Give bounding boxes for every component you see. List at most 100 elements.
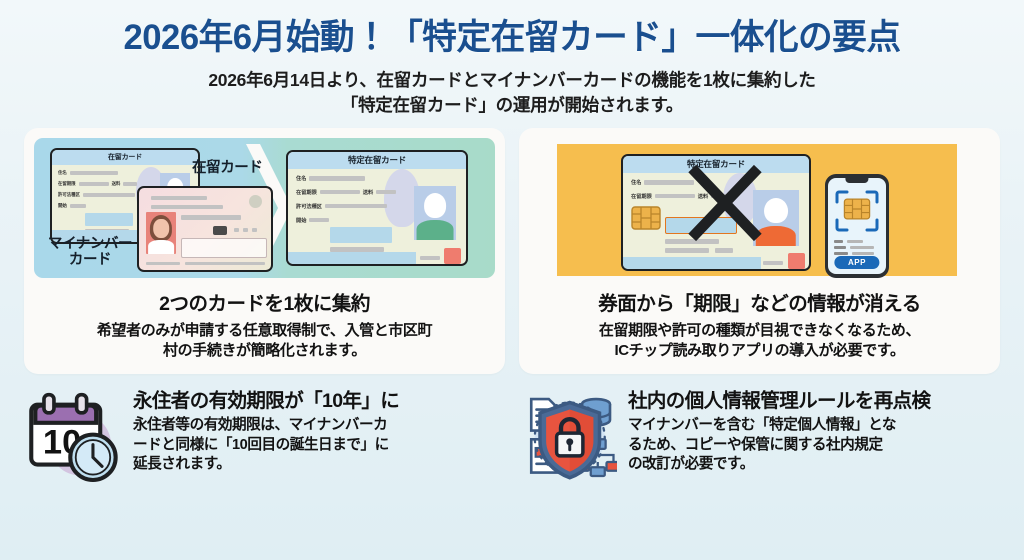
masked-sign-line xyxy=(763,260,783,265)
phone-data-rows xyxy=(834,239,874,255)
mynumber-footer-2 xyxy=(185,261,265,265)
photo-face xyxy=(153,219,169,239)
mynumber-small-3 xyxy=(252,227,257,232)
panel-merge-caption-body: 希望者のみが申請する任意取得制で、入管と市区町 村の手続きが簡略化されます。 xyxy=(34,321,495,362)
tokutei-field-2-label: 許可法種区 xyxy=(296,203,322,210)
phone-row-1-label xyxy=(834,245,846,249)
body-line-1: 永住者等の有効期限は、マイナンバーカ xyxy=(133,417,388,434)
calendar-clock-icon: 10 xyxy=(24,388,122,490)
bottom-blocks: 10 永住者の有効期限が「10年」に 永住者等の有効期限は、マイナンバーカ ード… xyxy=(0,374,1024,490)
phone-row-1-value xyxy=(850,245,874,249)
mynumber-card-photo xyxy=(146,211,176,254)
masked-line-1 xyxy=(665,238,719,244)
zairyu-field-0-label: 住名 xyxy=(58,169,67,175)
tokutei-field-0: 住名 xyxy=(296,175,366,182)
phone-row-2-label xyxy=(834,251,848,255)
caption-body-line-1: 在留期限や許可の種類が目視できなくなるため、 xyxy=(598,321,921,339)
body-line-3: の改訂が必要です。 xyxy=(628,456,754,473)
zairyu-field-0-value xyxy=(69,170,118,175)
zairyu-field-1-label: 在留期限 xyxy=(58,180,76,186)
zairyu-inline-label: 送料 xyxy=(111,180,121,186)
mynumber-line-1 xyxy=(151,195,207,200)
tokutei-red-stamp xyxy=(444,247,461,264)
mynumber-line-2 xyxy=(151,204,223,209)
illustration-card-merge: 在留カード 住名 在留期限 xyxy=(34,137,495,278)
phone-screen: APP xyxy=(828,177,886,274)
masked-inline-label: 送料 xyxy=(697,193,709,200)
photo-torso xyxy=(755,225,797,246)
page-subtitle: 2026年6月14日より、在留カードとマイナンバーカードの機能を1枚に集約した … xyxy=(0,68,1024,118)
zairyu-field-0: 住名 xyxy=(58,170,118,176)
zairyu-card-header: 在留カード xyxy=(52,149,198,165)
header: 2026年6月始動！「特定在留カード」一体化の要点 2026年6月14日より、在… xyxy=(0,0,1024,118)
ic-chip-icon xyxy=(631,206,661,230)
photo-shirt xyxy=(148,240,174,254)
block-ten-years-text: 永住者の有効期限が「10年」に 永住者等の有効期限は、マイナンバーカ ードと同様… xyxy=(133,388,505,475)
body-line-1: マイナンバーを含む「特定個人情報」とな xyxy=(628,417,897,434)
masked-red-stamp xyxy=(788,252,805,269)
mynumber-card xyxy=(137,185,273,272)
shield-lock-data-icon xyxy=(519,388,622,488)
body-line-2: るため、コピーや保管に関する社内規定 xyxy=(628,436,883,453)
tokutei-inline-label: 送料 xyxy=(362,189,374,196)
tokutei-masked-photo xyxy=(753,189,799,246)
tokutei-field-2-value xyxy=(324,204,387,209)
body-line-2: ードと同様に「10回目の誕生日まで」に xyxy=(133,436,389,453)
scan-frame-icon xyxy=(835,190,879,232)
mynumber-small-2 xyxy=(243,227,248,232)
tokutei-field-2: 許可法種区 xyxy=(296,203,387,210)
tokutei-field-3-label: 開始 xyxy=(296,217,307,224)
zairyu-field-1-value xyxy=(78,181,109,186)
zairyu-field-2: 許可法種区 xyxy=(58,192,135,198)
tokutei-field-1: 在留期限 送料 xyxy=(296,189,397,196)
block-ten-years-body: 永住者等の有効期限は、マイナンバーカ ードと同様に「10回目の誕生日まで」に 延… xyxy=(133,416,505,474)
caption-body-line-2: ICチップ読み取りアプリの導入が必要です。 xyxy=(614,342,905,360)
mynumber-footer-1 xyxy=(146,261,180,265)
photo-torso xyxy=(416,220,454,240)
mynumber-blank-box xyxy=(181,237,267,258)
label-zairyu-card: 在留カード xyxy=(192,159,263,176)
panel-expiry-hidden: 特定在留カード 住名 在留期限 xyxy=(519,127,1000,374)
tokutei-field-3: 開始 xyxy=(296,217,330,224)
zairyu-field-2-value xyxy=(82,192,135,197)
tokutei-field-0-value xyxy=(309,175,366,181)
tokutei-field-0-label: 住名 xyxy=(296,175,307,182)
tokutei-field-1-label: 在留期限 xyxy=(296,189,317,196)
photo-head xyxy=(424,193,446,219)
illustration-expiry-hidden: 特定在留カード 住名 在留期限 xyxy=(529,137,990,278)
tokutei-masked-header: 特定在留カード xyxy=(623,155,809,173)
mynumber-small-1 xyxy=(234,227,239,232)
masked-field-0: 住名 xyxy=(631,179,695,186)
zairyu-field-3: 開始 xyxy=(58,203,86,209)
block-internal-rules: 社内の個人情報管理ルールを再点検 マイナンバーを含む「特定個人情報」とな るため… xyxy=(519,388,1000,490)
zairyu-field-3-label: 開始 xyxy=(58,202,67,208)
app-button[interactable]: APP xyxy=(834,255,880,269)
subtitle-line-1: 2026年6月14日より、在留カードとマイナンバーカードの機能を1枚に集約した xyxy=(208,70,816,91)
tokutei-card-title: 特定在留カード xyxy=(347,155,407,166)
masked-field-0-label: 住名 xyxy=(631,179,642,186)
smartphone-reader: APP xyxy=(825,173,889,278)
masked-field-1-value xyxy=(654,194,695,199)
label-mynumber-line-2: カード xyxy=(68,252,112,269)
tokutei-card-body: 住名 在留期限 送料 許可法種区 xyxy=(288,168,466,264)
page-title: 2026年6月始動！「特定在留カード」一体化の要点 xyxy=(123,18,901,57)
label-mynumber-card: マイナンバー カード xyxy=(42,236,138,269)
mynumber-emblem xyxy=(249,194,262,208)
caption-body-line-1: 希望者のみが申請する任意取得制で、入管と市区町 xyxy=(96,321,433,339)
x-mark-icon xyxy=(688,164,762,241)
caption-body-line-2: 村の手続きが簡略化されます。 xyxy=(163,342,366,360)
panel-merge: 在留カード 住名 在留期限 xyxy=(24,127,505,374)
zairyu-block-field xyxy=(85,212,133,226)
zairyu-field-3-value xyxy=(69,203,86,208)
zairyu-field-2-label: 許可法種区 xyxy=(58,191,80,197)
block-internal-rules-body: マイナンバーを含む「特定個人情報」とな るため、コピーや保管に関する社内規定 の… xyxy=(628,416,1000,474)
phone-row-2-value xyxy=(852,251,874,255)
tokutei-inline-value xyxy=(376,190,397,195)
panel-merge-caption-title: 2つのカードを1枚に集約 xyxy=(159,292,370,315)
panel-expiry-caption-title: 券面から「期限」などの情報が消える xyxy=(598,292,921,315)
tokutei-line-1 xyxy=(330,246,384,252)
tokutei-sign-line xyxy=(420,255,440,260)
photo-head xyxy=(764,197,788,224)
masked-line-3 xyxy=(715,247,733,253)
